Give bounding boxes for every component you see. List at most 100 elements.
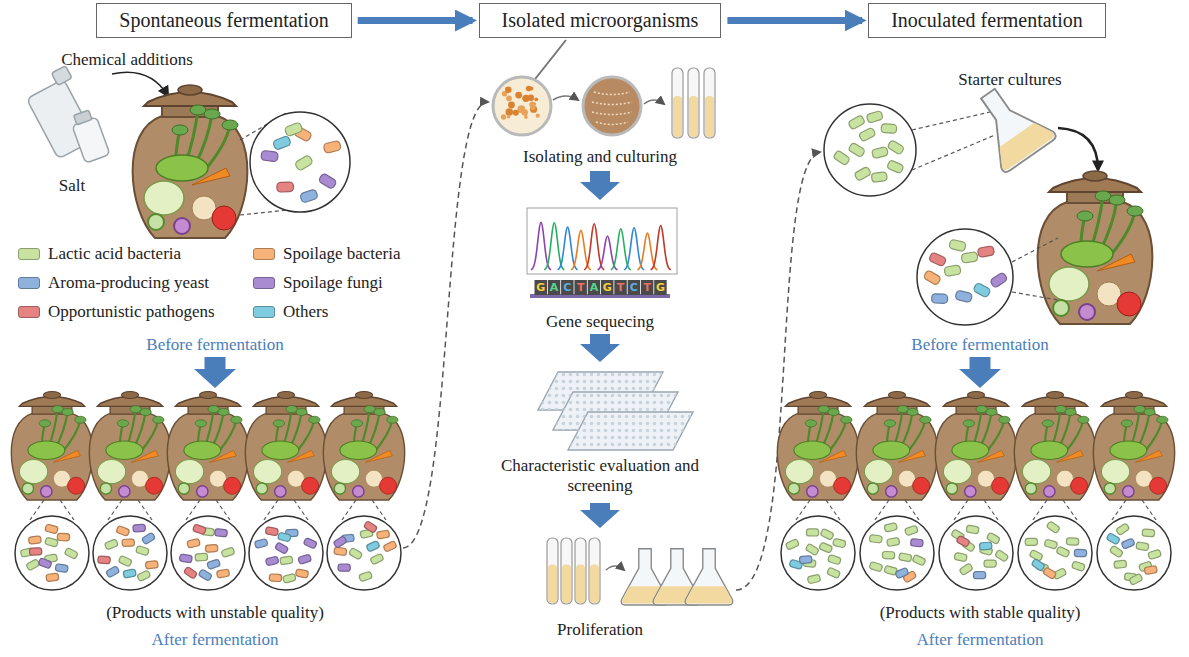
microbe-cell xyxy=(806,529,818,536)
colony xyxy=(530,106,537,113)
lettuce xyxy=(1061,241,1113,267)
herb-leaf xyxy=(920,416,931,423)
microbe-cell xyxy=(318,173,337,190)
microbe-cell xyxy=(1074,549,1086,556)
herb-leaf xyxy=(153,416,164,423)
jar-knob xyxy=(888,391,905,398)
jar-body xyxy=(1038,202,1153,324)
zoom-guide xyxy=(912,135,995,170)
legend-text: Spoilage fungi xyxy=(283,273,383,292)
jar-knob xyxy=(1083,171,1107,181)
fermentation-jar xyxy=(1014,391,1095,499)
cabbage xyxy=(1101,460,1129,484)
flask-glass xyxy=(685,549,732,605)
tube-broth xyxy=(673,96,682,137)
cabbage xyxy=(175,460,203,484)
dish-pure xyxy=(583,77,641,135)
microbe-cell xyxy=(807,574,821,584)
fermentation-jar xyxy=(323,391,404,499)
microbe-cell xyxy=(183,566,197,579)
microbe-cell xyxy=(944,265,961,277)
microbe-cell xyxy=(215,529,228,537)
legend-entry: Aroma-producing yeast xyxy=(18,273,209,293)
tube-broth xyxy=(590,564,599,603)
caption-label: After fermentation xyxy=(917,630,1044,650)
microbe-cell xyxy=(298,554,312,564)
cabbage xyxy=(1022,460,1050,484)
streak xyxy=(594,92,630,95)
fermentation-jar xyxy=(133,85,248,238)
cabbage xyxy=(864,460,892,484)
zoom-circle xyxy=(917,229,1013,325)
herb-leaf xyxy=(1127,206,1143,216)
microbe-cell xyxy=(858,127,876,142)
flow-dashed-arrow xyxy=(403,102,488,548)
base-letter: G xyxy=(656,281,665,294)
test-tube xyxy=(575,538,586,604)
jar-knob xyxy=(121,391,138,398)
microbe-zoom xyxy=(171,516,245,590)
herb-leaf xyxy=(1042,420,1053,427)
onion xyxy=(275,486,286,497)
cucumber-slice xyxy=(22,483,33,494)
herb-leaf xyxy=(62,408,73,415)
tomato xyxy=(302,477,319,494)
flow-arrow xyxy=(580,334,620,362)
base-letter: T xyxy=(643,281,651,294)
cucumber-slice xyxy=(178,483,189,494)
zoom-circle xyxy=(250,112,350,212)
microbe-cell xyxy=(45,537,59,547)
microbe-cell xyxy=(207,559,221,570)
microbe-cell xyxy=(145,561,158,569)
cucumber-slice xyxy=(788,483,799,494)
microbe-zoom xyxy=(249,516,323,590)
microbe-cell xyxy=(269,574,282,582)
fermentation-jar xyxy=(245,391,326,499)
herb-leaf xyxy=(39,420,50,427)
microbe-zoom xyxy=(939,516,1013,590)
microbe-cell xyxy=(887,140,905,155)
cucumber-slice xyxy=(1025,483,1036,494)
herb-leaf xyxy=(351,420,362,427)
microbe-cell xyxy=(979,542,992,550)
onion xyxy=(965,486,976,497)
carrot xyxy=(287,450,314,462)
microbe-cell xyxy=(55,564,68,573)
microbe-cell xyxy=(956,535,970,547)
zoom-circle xyxy=(15,516,89,590)
microbe-zoom xyxy=(1018,516,1092,590)
lettuce xyxy=(1031,441,1068,459)
lettuce xyxy=(340,441,377,459)
microbe-cell xyxy=(136,545,150,556)
microbe-cell xyxy=(949,239,967,252)
zoom-circle xyxy=(1097,516,1171,590)
base-cell xyxy=(641,280,654,295)
herb-leaf xyxy=(1065,408,1076,415)
zoom-guide xyxy=(912,112,990,130)
herb-leaf xyxy=(273,420,284,427)
cucumber-slice xyxy=(334,483,345,494)
base-letter: A xyxy=(590,281,599,294)
microbe-cell xyxy=(261,150,279,162)
legend-text: Spoilage bacteria xyxy=(283,244,401,263)
jar-body xyxy=(1093,413,1174,500)
herb-leaf xyxy=(1144,408,1155,415)
lettuce xyxy=(794,441,831,459)
microbe-cell xyxy=(899,553,912,562)
carrot xyxy=(192,168,230,185)
jar-knob xyxy=(1125,391,1142,398)
microbe-cell xyxy=(932,294,948,304)
legend-swatch xyxy=(253,277,275,289)
microbe-cell xyxy=(116,525,130,536)
colony xyxy=(536,114,540,118)
microbe-cell xyxy=(277,182,294,192)
microbe-cell xyxy=(265,556,279,566)
jar-body xyxy=(323,413,404,500)
microbe-cell xyxy=(64,547,78,559)
tube-glass xyxy=(672,68,683,138)
streak xyxy=(596,122,628,125)
microbe-cell xyxy=(198,569,212,581)
herb-stem xyxy=(375,420,393,452)
step-arrow xyxy=(644,100,664,104)
microbe-cell xyxy=(57,533,70,541)
